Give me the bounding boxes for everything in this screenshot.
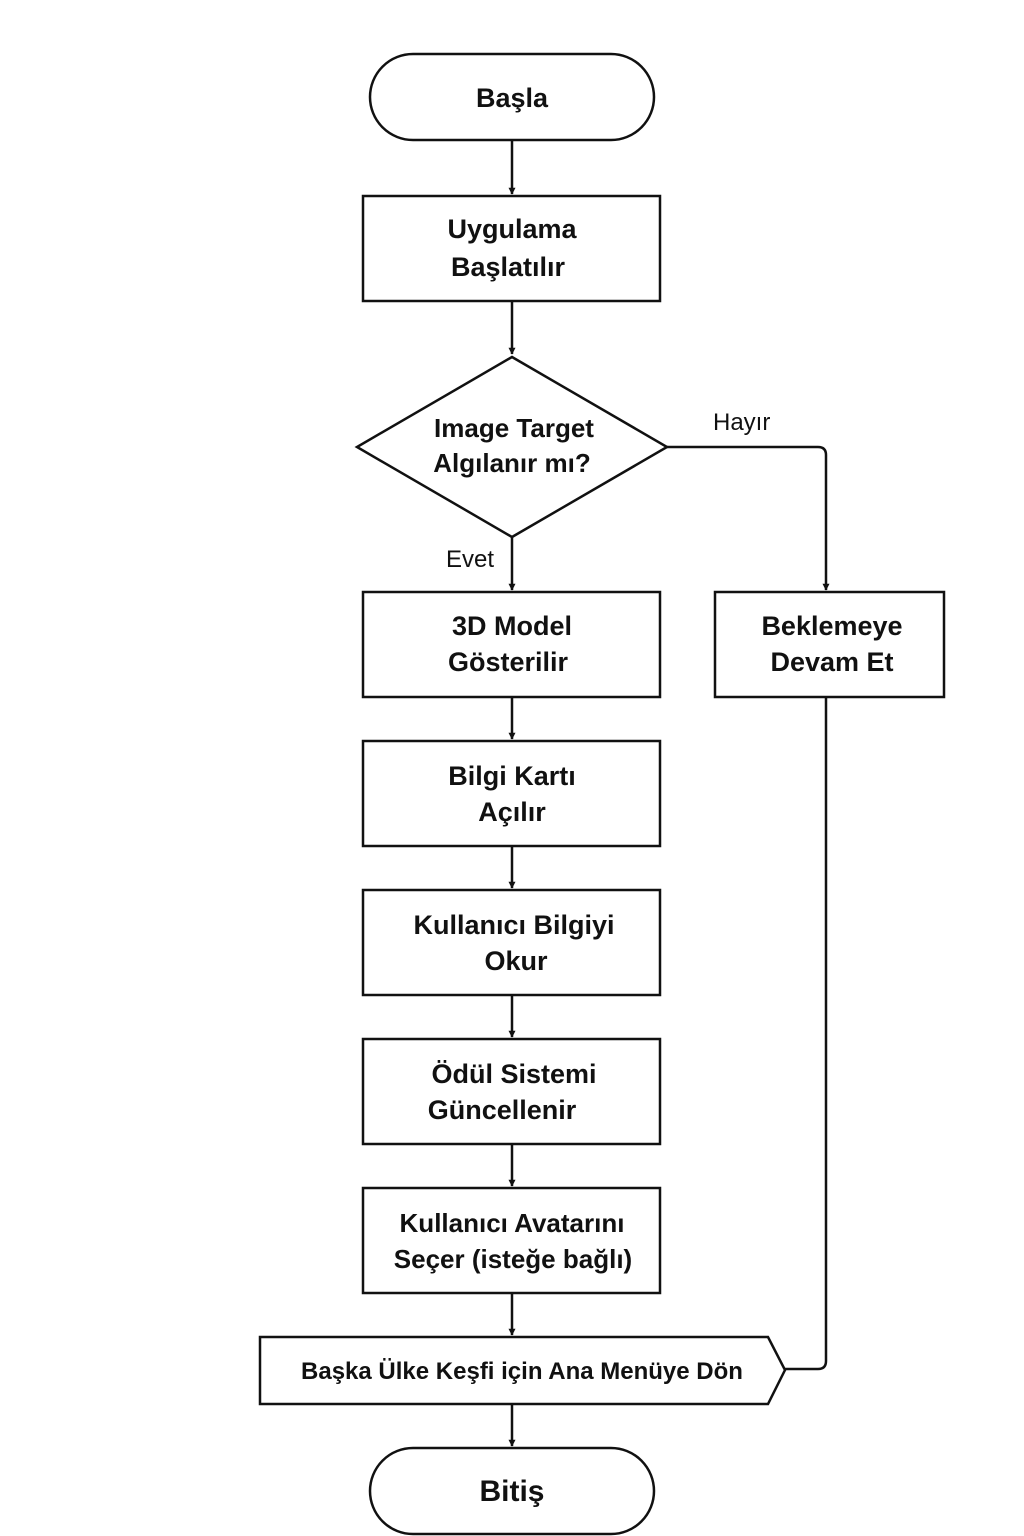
- reward-box: [361, 1037, 662, 1146]
- decision-line-2: Algılanır mı?: [433, 448, 590, 478]
- app-start-line-1: Uygulama: [447, 214, 577, 244]
- decision-node: Image Target Algılanır mı?: [354, 355, 670, 539]
- return-menu-node: Başka Ülke Keşfi için Ana Menüye Dön: [258, 1335, 787, 1406]
- start-node: Başla: [368, 52, 656, 142]
- end-node: Bitiş: [368, 1446, 656, 1536]
- app-start-line-2: Başlatılır: [451, 252, 566, 282]
- start-label: Başla: [476, 83, 549, 113]
- start-terminator: [368, 52, 656, 142]
- end-terminator: [368, 1446, 656, 1536]
- avatar-node: Kullanıcı Avatarını Seçer (isteğe bağlı): [361, 1186, 662, 1295]
- end-label: Bitiş: [479, 1475, 544, 1508]
- info-card-line-2: Açılır: [478, 797, 546, 827]
- reward-line-2: Güncellenir: [428, 1095, 577, 1125]
- avatar-line-1: Kullanıcı Avatarını: [400, 1208, 625, 1238]
- show-model-node: 3D Model Gösterilir: [361, 590, 662, 699]
- decision-diamond: [354, 355, 670, 539]
- show-model-box: [361, 590, 662, 699]
- return-menu-shape: [258, 1335, 787, 1406]
- read-info-node: Kullanıcı Bilgiyi Okur: [361, 888, 662, 997]
- info-card-line-1: Bilgi Kartı: [448, 761, 576, 791]
- wait-box: [713, 590, 946, 699]
- read-info-line-2: Okur: [484, 946, 548, 976]
- edge-wait-to-return-menu: [785, 697, 828, 1371]
- read-info-line-1: Kullanıcı Bilgiyi: [413, 910, 614, 940]
- reward-node: Ödül Sistemi Güncellenir: [361, 1037, 662, 1146]
- edge-label-no: Hayır: [713, 409, 770, 436]
- avatar-line-2: Seçer (isteğe bağlı): [394, 1244, 632, 1274]
- decision-line-1: Image Target: [434, 413, 594, 443]
- info-card-box: [361, 739, 662, 848]
- app-start-node: Uygulama Başlatılır: [361, 194, 662, 303]
- read-info-box: [361, 888, 662, 997]
- edges: [508, 140, 830, 1447]
- wait-node: Beklemeye Devam Et: [713, 590, 946, 699]
- return-menu-label: Başka Ülke Keşfi için Ana Menüye Dön: [301, 1358, 743, 1385]
- app-start-box: [361, 194, 662, 303]
- wait-line-1: Beklemeye: [761, 611, 902, 641]
- show-model-line-2: Gösterilir: [448, 647, 569, 677]
- reward-line-1: Ödül Sistemi: [431, 1059, 596, 1089]
- avatar-box: [361, 1186, 662, 1295]
- info-card-node: Bilgi Kartı Açılır: [361, 739, 662, 848]
- edge-label-yes: Evet: [446, 546, 494, 573]
- wait-line-2: Devam Et: [770, 647, 893, 677]
- edge-decision-no-to-wait: [667, 445, 830, 591]
- show-model-line-1: 3D Model: [452, 611, 572, 641]
